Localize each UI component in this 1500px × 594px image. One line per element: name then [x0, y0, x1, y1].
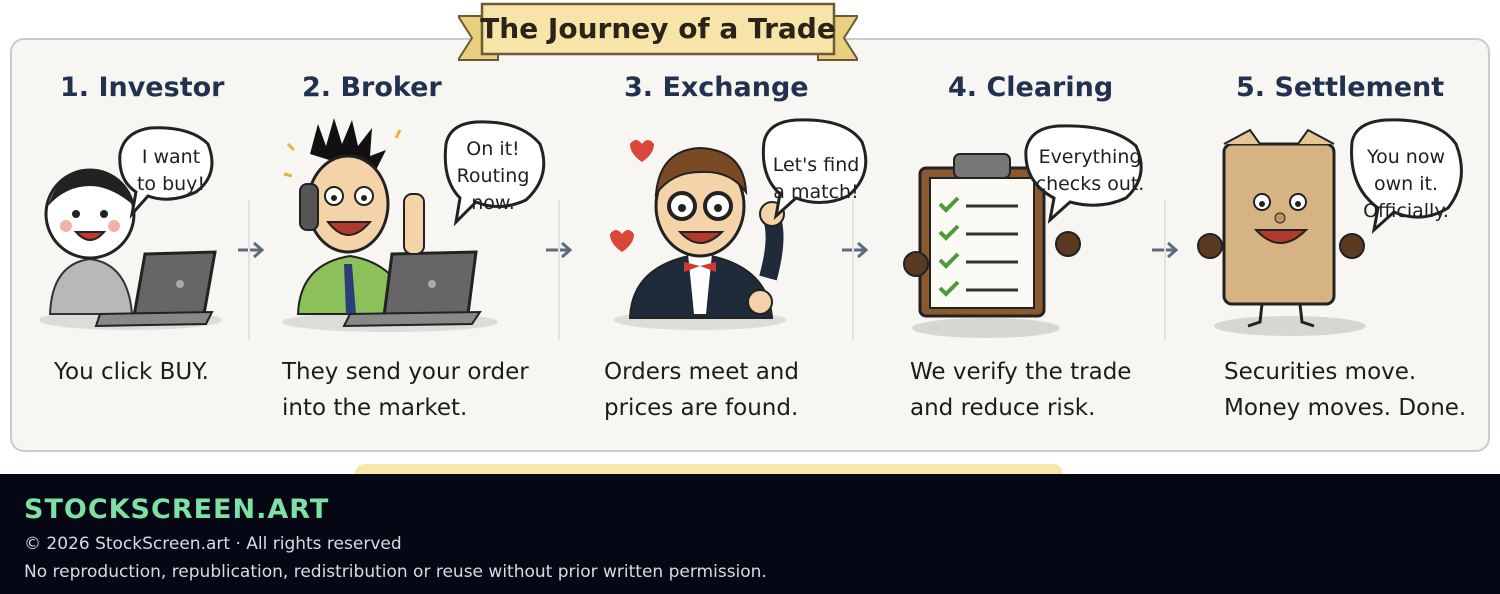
banner-title: The Journey of a Trade [480, 12, 836, 45]
speech-bubble-text: On it! Routing now. [456, 138, 530, 214]
step-title: 2. Broker [302, 72, 442, 103]
footer-brand[interactable]: STOCKSCREEN.ART [24, 494, 330, 525]
step-title: 1. Investor [60, 72, 225, 103]
exchange-trader-icon [610, 118, 868, 330]
footer: STOCKSCREEN.ART © 2026 StockScreen.art ·… [0, 474, 1500, 594]
divider [852, 200, 854, 340]
document-envelope-icon [1197, 118, 1463, 336]
divider [1164, 200, 1166, 340]
arrow-right-icon [238, 241, 265, 259]
speech-bubble-text: I want to buy! [136, 146, 206, 195]
arrow-right-icon [842, 241, 869, 259]
banner-ribbon-icon [458, 2, 858, 61]
step-description: Securities move. Money moves. Done. [1224, 359, 1467, 421]
step-title: 3. Exchange [624, 72, 809, 103]
footer-notice: No reproduction, republication, redistri… [24, 562, 767, 582]
clipboard-checklist-icon [903, 124, 1143, 338]
step-description: Orders meet and prices are found. [604, 359, 799, 421]
broker-phone-icon [282, 118, 546, 332]
step-description: They send your order into the market. [282, 359, 529, 421]
step-description: You click BUY. [54, 359, 209, 385]
investor-laptop-icon [40, 126, 222, 330]
speech-bubble-text: Everything checks out. [1035, 146, 1145, 195]
step-description: We verify the trade and reduce risk. [910, 359, 1132, 421]
footer-copyright: © 2026 StockScreen.art · All rights rese… [24, 534, 402, 554]
divider [248, 200, 250, 340]
step-title: 5. Settlement [1236, 72, 1445, 103]
speech-bubble-text: You now own it. Officially. [1363, 146, 1449, 222]
speech-bubble-text: Let's find a match! [772, 154, 860, 203]
step-title: 4. Clearing [948, 72, 1114, 103]
divider [558, 200, 560, 340]
